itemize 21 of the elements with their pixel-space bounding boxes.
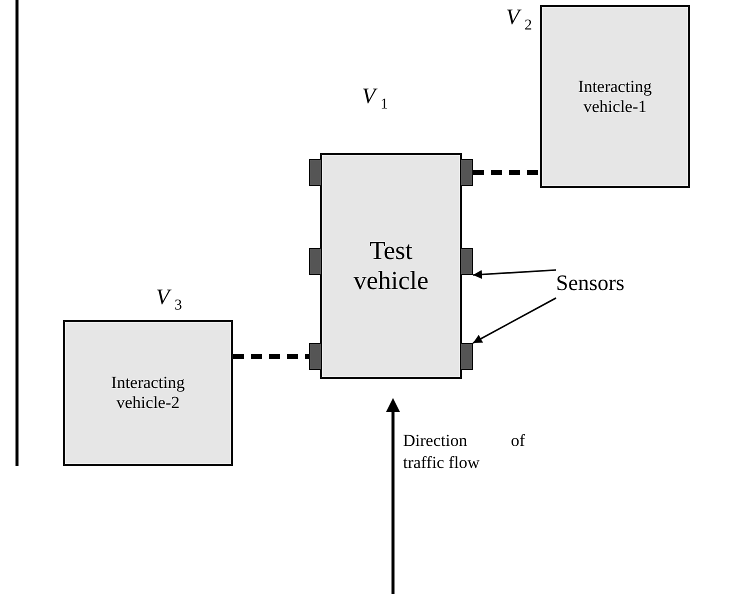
vehicle-name: Test vehicle xyxy=(352,236,430,296)
leader-line xyxy=(472,297,556,344)
vehicle-label: V $_{1}$ xyxy=(362,83,388,114)
vehicle-name: Interacting vehicle-1 xyxy=(577,76,653,116)
sensor-block xyxy=(309,159,322,186)
vehicle-box xyxy=(540,5,690,188)
sensor-block xyxy=(460,343,473,370)
sensor-block xyxy=(309,248,322,275)
direction-label: Direction of traffic flow xyxy=(403,430,525,474)
sensors-label: Sensors xyxy=(556,270,624,296)
vehicle-label: V $_{3}$ xyxy=(156,284,182,314)
vehicle-box xyxy=(320,153,462,379)
vehicle-name: Interacting vehicle-2 xyxy=(110,373,186,413)
sensor-block xyxy=(309,343,322,370)
vehicle-label: V $_{2}$ xyxy=(506,4,532,34)
link-line xyxy=(473,170,540,175)
sensor-block xyxy=(460,159,473,186)
leader-line xyxy=(472,269,556,279)
link-line xyxy=(233,354,309,359)
sensor-block xyxy=(460,248,473,275)
vehicle-box xyxy=(63,320,233,466)
